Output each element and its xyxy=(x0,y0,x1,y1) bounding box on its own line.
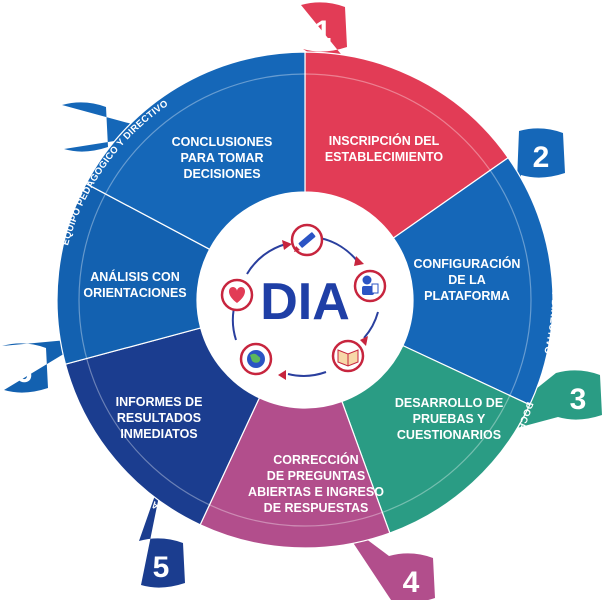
step-number-6: 6 xyxy=(16,356,33,389)
step-number-7: 7 xyxy=(76,115,93,148)
inner-ring xyxy=(78,73,532,527)
step-number-3: 3 xyxy=(570,383,587,416)
center-hub: DIA xyxy=(197,192,413,408)
step-role-4: DOCENTES xyxy=(277,545,333,558)
step-number-5: 5 xyxy=(153,551,170,584)
globe-icon xyxy=(239,342,273,376)
step-tab-2 xyxy=(514,128,565,240)
step-number-4: 4 xyxy=(403,566,420,599)
heart-icon xyxy=(220,278,254,312)
reader-icon xyxy=(353,269,387,303)
step-tab-7 xyxy=(62,102,165,152)
center-title: DIA xyxy=(260,273,350,331)
pencil-icon xyxy=(290,223,324,257)
step-tab-1 xyxy=(301,2,373,93)
step-tab-5 xyxy=(139,467,185,588)
step-tab-6 xyxy=(2,337,91,393)
step-number-1: 1 xyxy=(315,15,332,48)
step-number-2: 2 xyxy=(533,141,550,174)
open-book-icon xyxy=(331,339,365,373)
